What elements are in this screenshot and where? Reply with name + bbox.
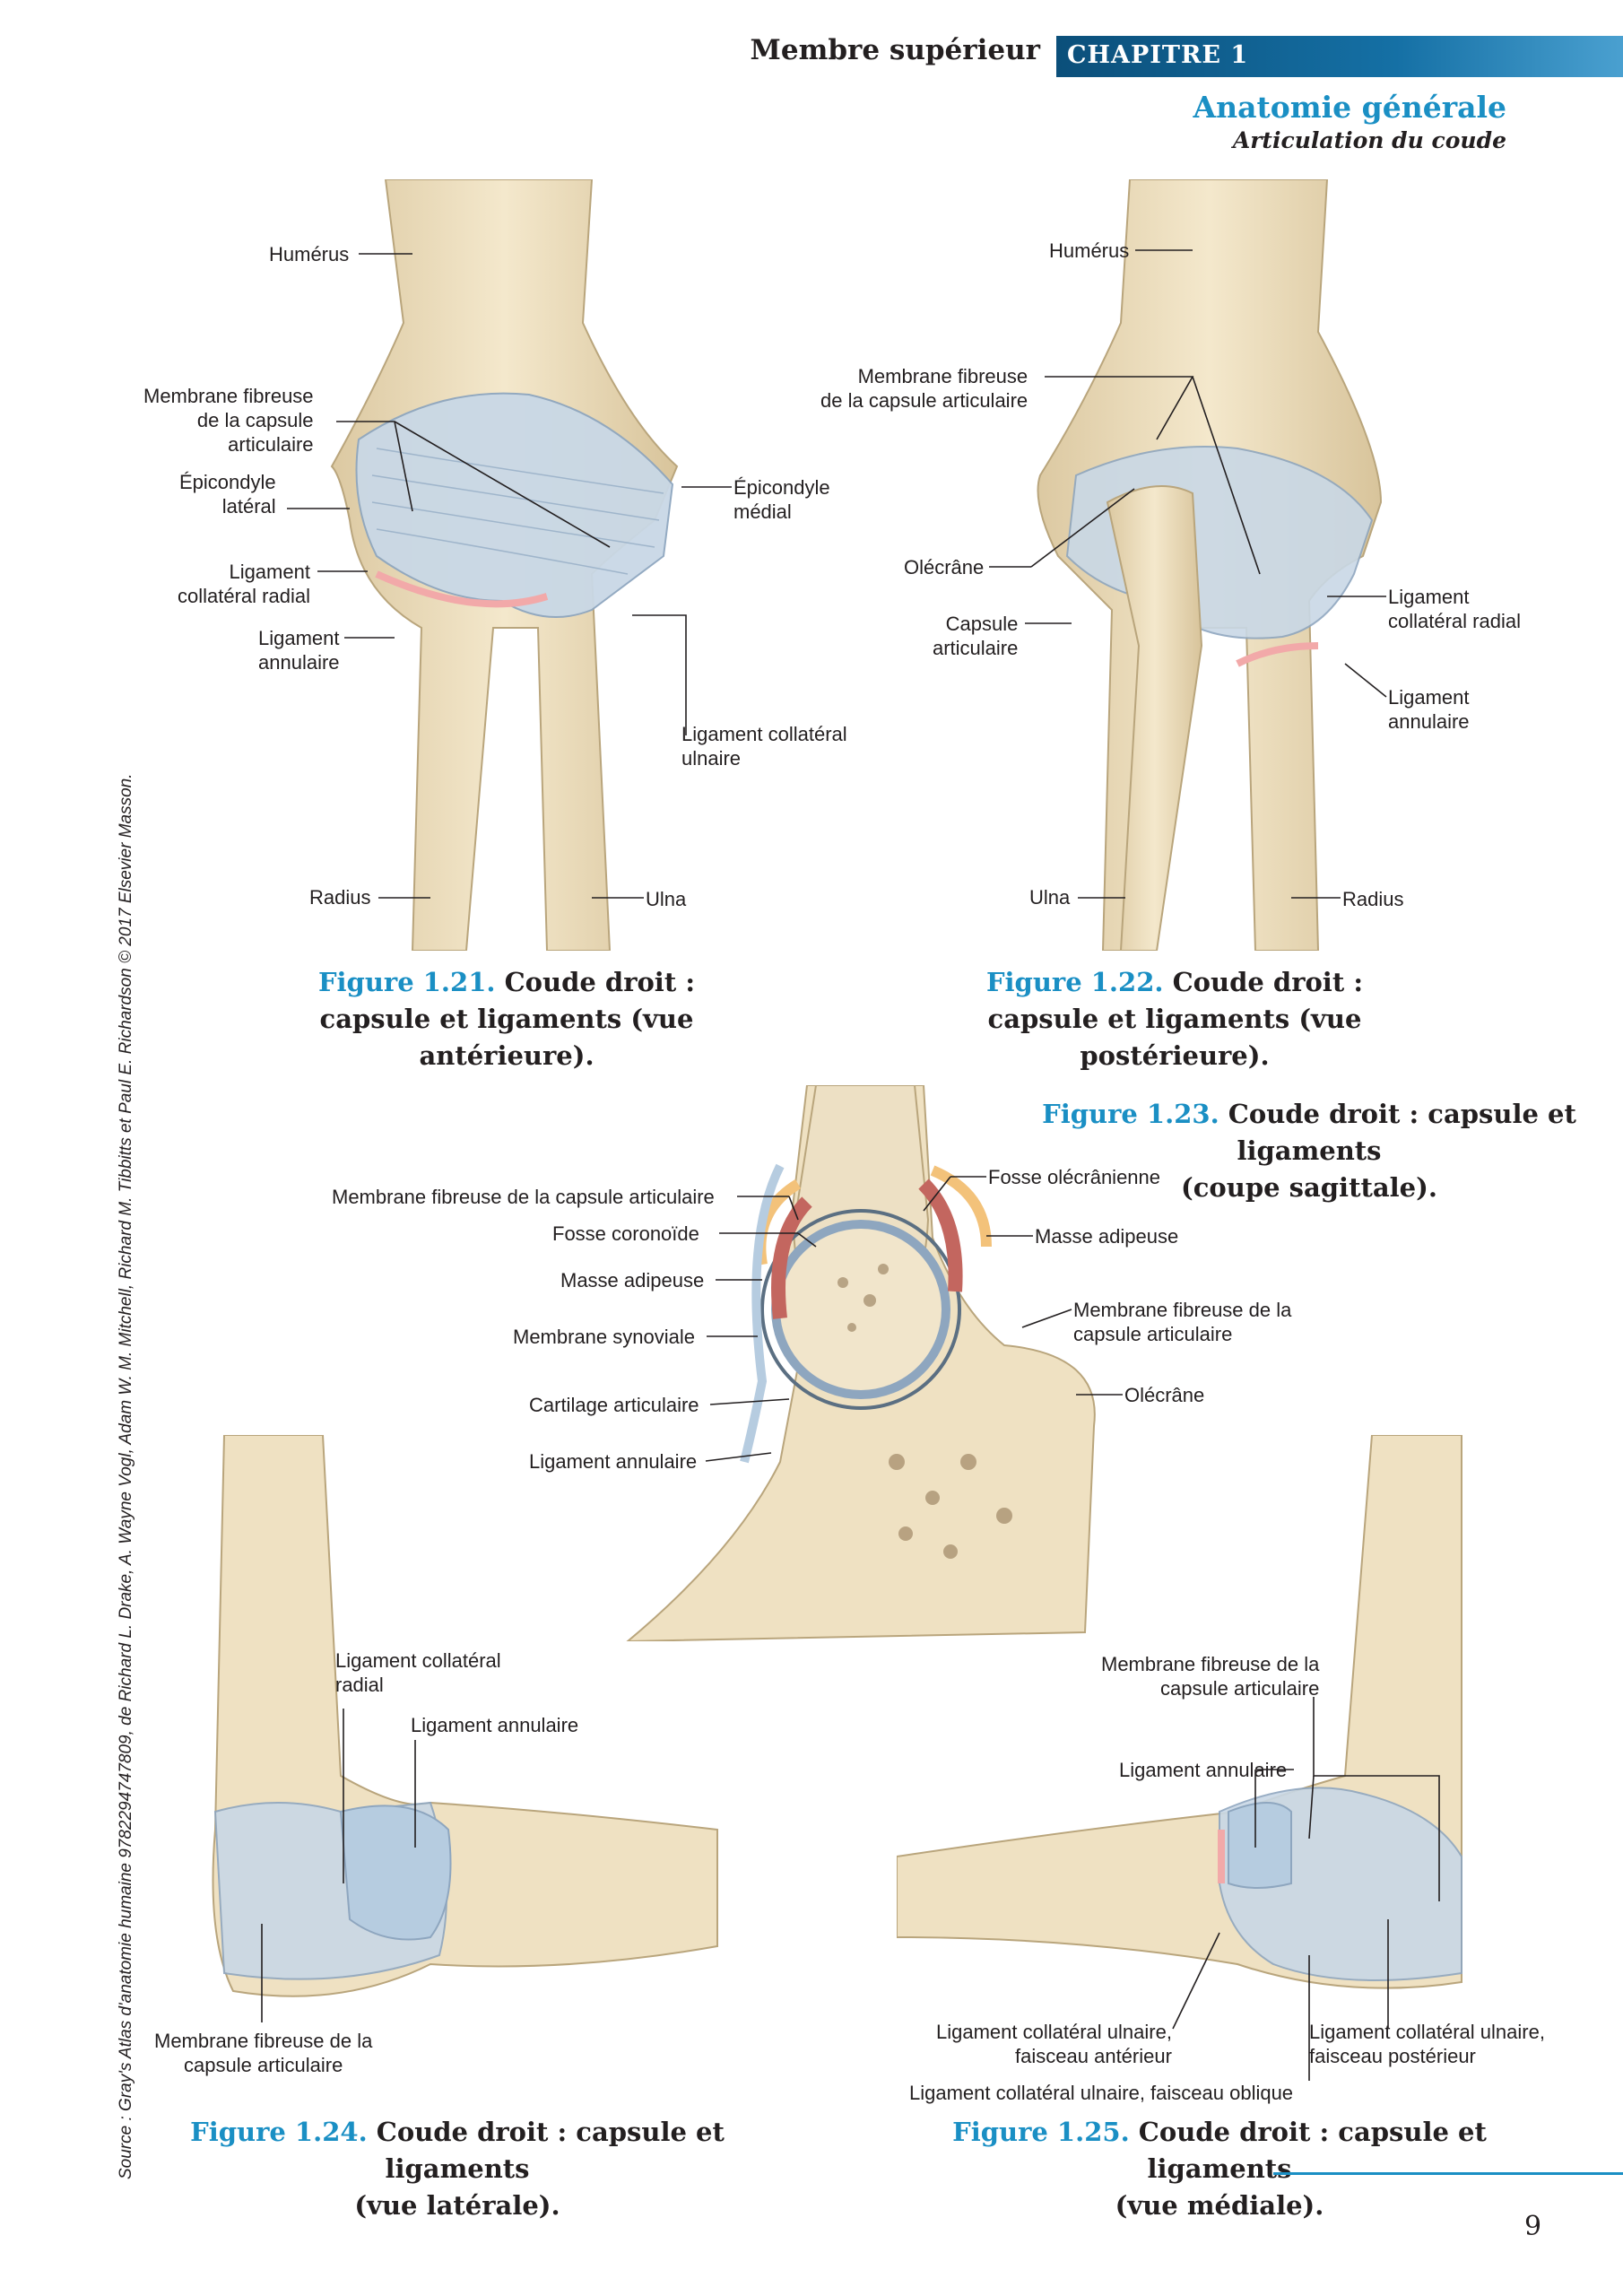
figure-1-25-title: Coude droit : capsule et ligaments (1129, 2117, 1487, 2184)
fig22-label-lig-radial: Ligament collatéral radial (1388, 586, 1521, 632)
page-subtitle: Articulation du coude (1232, 127, 1506, 153)
fig21-label-epicondyle-medial: Épicondyle médial (733, 476, 830, 523)
fig21-label-lig-annulaire: Ligament annulaire (258, 627, 340, 674)
figure-1-23-title: Coude droit : capsule et ligaments (1219, 1099, 1576, 1166)
fig24-label-annulaire: Ligament annulaire (411, 1714, 579, 1736)
fig21-label-lig-ulnaire: Ligament collatéral ulnaire (681, 723, 847, 770)
figure-1-25-caption: Figure 1.25. Coude droit : capsule et li… (933, 2114, 1506, 2224)
fig21-label-ulna: Ulna (646, 888, 687, 910)
fig23-label-masse-right: Masse adipeuse (1035, 1225, 1179, 1248)
fig21-label-membrane: Membrane fibreuse de la capsule articula… (143, 385, 314, 456)
figure-1-23-number: Figure 1.23. (1042, 1099, 1219, 1129)
figure-1-25-number: Figure 1.25. (952, 2117, 1130, 2147)
figure-1-23-caption-line2: (coupe sagittale). (1181, 1172, 1437, 1203)
figure-1-23-caption: Figure 1.23. Coude droit : capsule et li… (1022, 1096, 1596, 1206)
fig24-leader-lines (261, 1709, 416, 2022)
chapter-band: CHAPITRE 1 (1056, 36, 1623, 77)
figure-1-21-title: Coude droit : (495, 967, 696, 997)
fig22-leader-lines (989, 249, 1387, 899)
fig25-leader-lines (1172, 1697, 1440, 2081)
fig25-label-lig-posterieur: Ligament collatéral ulnaire, faisceau po… (1309, 2021, 1545, 2067)
fig21-label-radius: Radius (309, 886, 371, 909)
figure-1-22-caption: Figure 1.22. Coude droit : capsule et li… (915, 964, 1435, 1074)
figure-1-22-title: Coude droit : (1163, 967, 1364, 997)
fig22-label-olecrane: Olécrâne (904, 556, 985, 578)
fig21-label-humerus: Humérus (269, 243, 350, 265)
figure-1-22-caption-line2: capsule et ligaments (vue postérieure). (987, 1004, 1362, 1071)
fig23-label-fosse-olecranienne: Fosse olécrânienne (988, 1166, 1161, 1188)
figure-1-25-caption-line2: (vue médiale). (1115, 2190, 1324, 2221)
fig23-leader-lines (705, 1176, 1123, 1462)
fig23-label-olecrane: Olécrâne (1124, 1384, 1205, 1406)
fig22-label-membrane: Membrane fibreuse de la capsule articula… (820, 365, 1028, 412)
figure-1-21-caption-line2: capsule et ligaments (vue antérieure). (319, 1004, 694, 1071)
fig23-label-cartilage: Cartilage articulaire (529, 1394, 699, 1416)
fig22-label-humerus: Humérus (1049, 239, 1130, 262)
fig23-label-annulaire: Ligament annulaire (529, 1450, 698, 1473)
fig25-label-lig-oblique: Ligament collatéral ulnaire, faisceau ob… (909, 2082, 1294, 2104)
figure-1-22-number: Figure 1.22. (985, 967, 1164, 997)
fig25-label-lig-anterieur: Ligament collatéral ulnaire, faisceau an… (936, 2021, 1172, 2067)
figure-1-24-caption-line2: (vue latérale). (354, 2190, 560, 2221)
figure-1-24-number: Figure 1.24. (190, 2117, 368, 2147)
figure-1-21-illustration (330, 179, 679, 951)
figure-1-21-number: Figure 1.21. (317, 967, 496, 997)
fig21-leader-lines (287, 253, 732, 899)
fig24-label-membrane: Membrane fibreuse de la capsule articula… (154, 2030, 373, 2076)
fig21-label-epicondyle-lateral: Épicondyle latéral (179, 471, 276, 517)
fig23-label-membrane-right: Membrane fibreuse de la capsule articula… (1073, 1299, 1292, 1345)
fig22-label-ulna: Ulna (1029, 886, 1071, 909)
running-head-section: Membre supérieur (750, 34, 1040, 66)
figure-1-23-illustration (626, 1085, 1096, 1641)
fig22-label-capsule: Capsule articulaire (933, 613, 1019, 659)
fig23-label-fosse-coronoide: Fosse coronoïde (552, 1222, 699, 1245)
fig22-label-lig-annulaire: Ligament annulaire (1388, 686, 1470, 733)
fig24-label-lig-radial: Ligament collatéral radial (335, 1649, 501, 1696)
fig21-label-lig-radial: Ligament collatéral radial (178, 561, 310, 607)
chapter-label: CHAPITRE 1 (1067, 41, 1249, 69)
fig23-label-masse-left: Masse adipeuse (560, 1269, 705, 1292)
figure-1-24-illustration (212, 1435, 718, 1997)
figure-1-22-illustration (1037, 179, 1383, 951)
source-credit: Source : Gray's Atlas d'anatomie humaine… (117, 773, 135, 2179)
fig23-label-synoviale: Membrane synoviale (513, 1326, 695, 1348)
figure-1-24-title: Coude droit : capsule et ligaments (367, 2117, 725, 2184)
fig25-label-membrane: Membrane fibreuse de la capsule articula… (1101, 1653, 1320, 1700)
figure-1-21-caption: Figure 1.21. Coude droit : capsule et li… (242, 964, 771, 1074)
page-title: Anatomie générale (1193, 90, 1506, 125)
fig23-label-membrane: Membrane fibreuse de la capsule articula… (332, 1186, 715, 1208)
figure-1-24-caption: Figure 1.24. Coude droit : capsule et li… (170, 2114, 744, 2224)
fig22-label-radius: Radius (1342, 888, 1404, 910)
footer-rule (1273, 2172, 1623, 2175)
page-number: 9 (1524, 2211, 1542, 2242)
